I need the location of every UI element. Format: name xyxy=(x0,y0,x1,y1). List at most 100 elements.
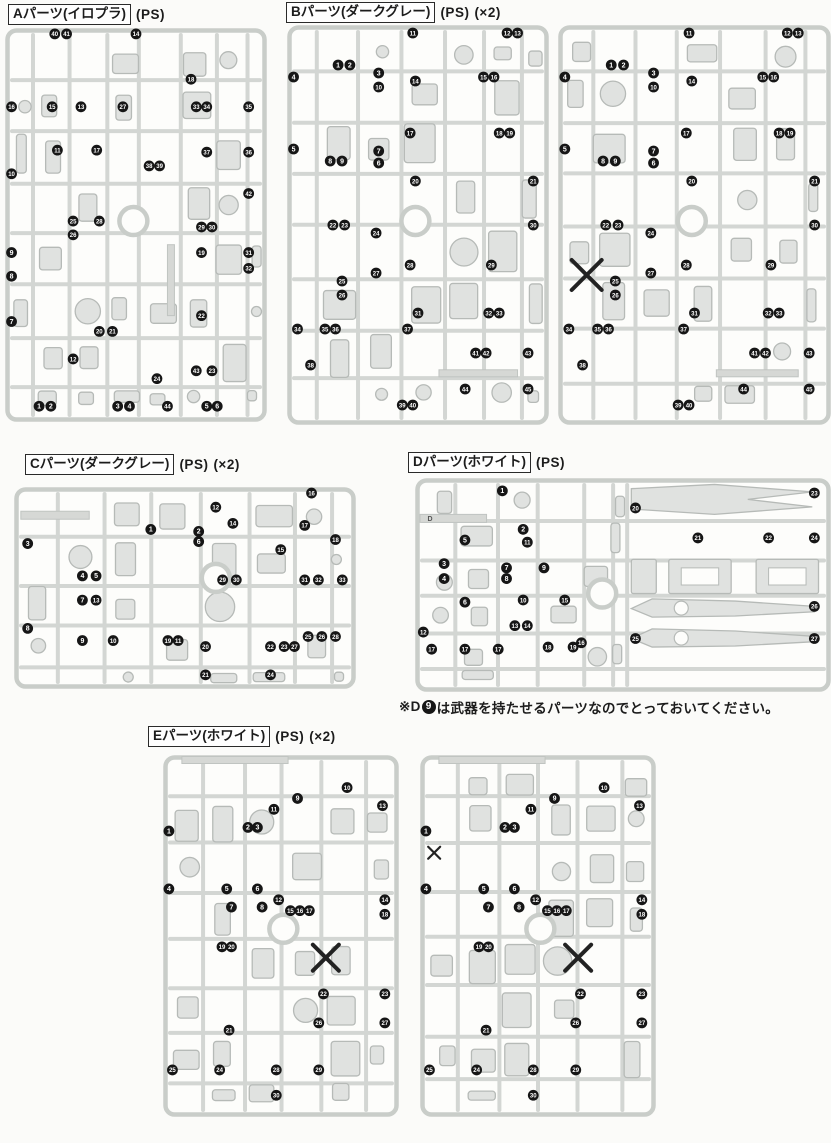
svg-text:5: 5 xyxy=(225,886,229,893)
svg-text:17: 17 xyxy=(428,648,435,654)
svg-text:16: 16 xyxy=(308,491,315,497)
svg-text:43: 43 xyxy=(525,351,532,357)
svg-text:22: 22 xyxy=(198,314,205,320)
svg-text:3: 3 xyxy=(26,541,30,548)
svg-text:23: 23 xyxy=(209,369,216,375)
part-number-badge xyxy=(409,75,421,87)
svg-text:38: 38 xyxy=(307,363,314,369)
svg-text:19: 19 xyxy=(165,639,172,645)
part-number-badge xyxy=(6,168,17,180)
svg-text:30: 30 xyxy=(273,1094,280,1100)
part-number-badge xyxy=(483,307,495,319)
part-number-badge xyxy=(749,347,760,359)
svg-text:19: 19 xyxy=(476,945,483,951)
part-number-badge xyxy=(501,562,512,574)
part-number-badge xyxy=(373,81,385,93)
part-number-badge xyxy=(521,620,533,632)
part-number-badge xyxy=(221,883,233,895)
part-number-badge xyxy=(313,1064,325,1076)
svg-text:7: 7 xyxy=(377,148,381,155)
part-number-badge xyxy=(404,127,416,139)
svg-text:9: 9 xyxy=(542,565,546,572)
svg-text:27: 27 xyxy=(638,1021,645,1027)
svg-text:3: 3 xyxy=(255,825,259,832)
part-number-badge xyxy=(784,127,796,139)
part-number-badge xyxy=(196,247,207,258)
svg-text:7: 7 xyxy=(505,565,509,572)
svg-text:11: 11 xyxy=(528,808,535,814)
part-number-badge xyxy=(634,800,645,812)
part-number-badge xyxy=(230,574,242,586)
part-number-badge xyxy=(404,259,416,271)
svg-text:23: 23 xyxy=(281,645,288,651)
part-number-badge xyxy=(226,941,237,953)
part-number-badge xyxy=(570,1064,582,1076)
svg-text:30: 30 xyxy=(530,1094,537,1100)
part-number-badge xyxy=(163,883,175,895)
svg-text:5: 5 xyxy=(563,146,567,153)
part-number-badge xyxy=(302,631,314,642)
svg-text:24: 24 xyxy=(811,536,818,542)
svg-text:23: 23 xyxy=(638,992,645,998)
runner-e-material: (PS) xyxy=(275,729,305,744)
part-number-badge xyxy=(112,400,124,412)
runner-c-name: Cパーツ(ダークグレー) xyxy=(25,454,175,475)
part-number-badge xyxy=(509,822,520,833)
svg-text:11: 11 xyxy=(524,541,531,547)
svg-text:41: 41 xyxy=(63,32,70,38)
svg-text:27: 27 xyxy=(381,1021,388,1027)
part-number-badge xyxy=(67,229,79,241)
part-number-badge xyxy=(438,573,450,584)
svg-text:25: 25 xyxy=(632,637,639,643)
svg-text:20: 20 xyxy=(632,506,639,512)
part-number-badge xyxy=(163,825,175,837)
part-number-badge xyxy=(600,219,612,231)
svg-text:4: 4 xyxy=(80,573,84,580)
part-number-badge xyxy=(243,101,255,113)
svg-text:20: 20 xyxy=(96,330,103,336)
svg-text:39: 39 xyxy=(156,164,163,170)
runner-b-name: Bパーツ(ダークグレー) xyxy=(286,2,436,23)
svg-text:30: 30 xyxy=(811,223,818,229)
part-number-badge xyxy=(501,573,512,584)
svg-text:8: 8 xyxy=(601,158,605,165)
svg-text:32: 32 xyxy=(245,267,252,273)
part-number-badge xyxy=(792,27,804,39)
part-number-badge xyxy=(645,267,657,279)
part-number-badge xyxy=(559,71,571,83)
svg-text:25: 25 xyxy=(612,279,619,285)
part-number-badge xyxy=(45,400,57,412)
runner-d-material: (PS) xyxy=(535,455,565,470)
svg-text:5: 5 xyxy=(482,886,486,893)
svg-text:3: 3 xyxy=(512,825,516,832)
svg-text:12: 12 xyxy=(70,357,77,363)
part-number-badge xyxy=(809,175,821,187)
part-number-badge xyxy=(285,905,296,917)
svg-text:20: 20 xyxy=(485,945,492,951)
part-number-badge xyxy=(509,883,520,895)
part-number-badge xyxy=(407,27,419,39)
part-number-badge xyxy=(167,1064,178,1076)
svg-text:18: 18 xyxy=(332,538,339,544)
svg-text:20: 20 xyxy=(412,179,419,185)
svg-text:5: 5 xyxy=(463,537,467,544)
part-number-badge xyxy=(396,399,408,411)
part-number-badge xyxy=(93,325,105,337)
svg-text:36: 36 xyxy=(332,327,339,333)
svg-text:15: 15 xyxy=(287,909,294,915)
runner-b-material: (PS) xyxy=(440,5,470,20)
part-number-badge xyxy=(636,1017,648,1029)
svg-text:13: 13 xyxy=(795,31,802,37)
svg-text:6: 6 xyxy=(215,404,219,411)
svg-text:22: 22 xyxy=(765,536,772,542)
part-number-badge xyxy=(407,399,419,411)
svg-text:8: 8 xyxy=(260,904,264,911)
svg-text:12: 12 xyxy=(532,898,539,904)
svg-text:9: 9 xyxy=(10,250,14,257)
part-number-badge xyxy=(61,28,72,40)
svg-text:7: 7 xyxy=(80,597,84,604)
svg-text:14: 14 xyxy=(133,32,140,38)
svg-text:12: 12 xyxy=(420,630,427,636)
